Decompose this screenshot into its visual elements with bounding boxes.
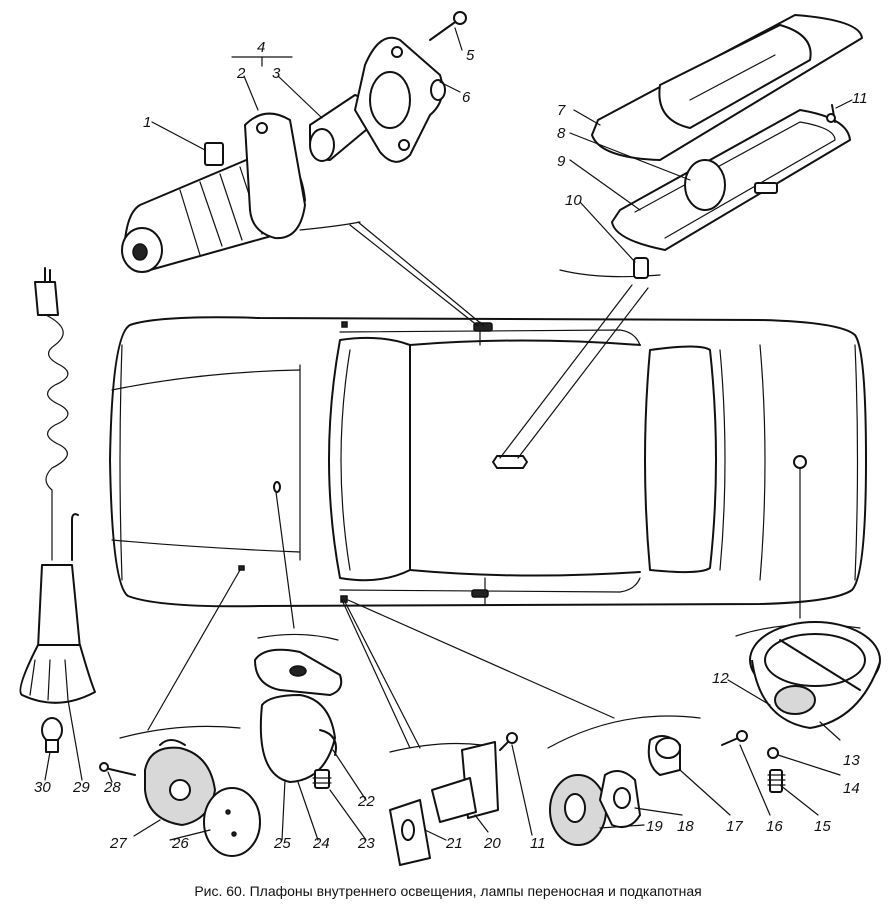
door-switch-left (99, 739, 261, 857)
callout-17: 17 (726, 818, 743, 835)
callout-2: 2 (236, 65, 246, 82)
callout-1: 1 (143, 114, 151, 131)
callout-29: 29 (72, 779, 90, 796)
dome-lamp-assembly (591, 14, 863, 279)
callout-30: 30 (34, 779, 51, 796)
callout-4: 4 (257, 39, 265, 56)
callout-20: 20 (483, 835, 501, 852)
inspection-lamp (19, 267, 96, 753)
callout-16: 16 (766, 818, 783, 835)
callout-8: 8 (557, 125, 566, 142)
callout-28: 28 (103, 779, 121, 796)
callout-12: 12 (712, 670, 729, 687)
leader-lines (119, 221, 861, 753)
door-switch-right (389, 732, 641, 866)
hood-lamp-assembly (254, 648, 343, 789)
callout-numbers: 1 2 3 4 5 6 7 8 9 10 11 12 13 14 15 16 1… (34, 39, 868, 852)
callout-9: 9 (557, 153, 566, 170)
callout-21: 21 (445, 835, 463, 852)
callout-5: 5 (466, 47, 475, 64)
callout-26: 26 (171, 835, 189, 852)
callout-13: 13 (843, 752, 860, 769)
figure-caption: Рис. 60. Плафоны внутреннего освещения, … (194, 883, 702, 899)
callout-3: 3 (272, 65, 281, 82)
callout-18: 18 (677, 818, 694, 835)
callout-25: 25 (273, 835, 291, 852)
callout-7: 7 (557, 102, 566, 119)
callout-19: 19 (646, 818, 663, 835)
trunk-lamp-assembly (647, 621, 881, 793)
callout-15: 15 (814, 818, 831, 835)
door-lamp-assembly (121, 11, 467, 273)
callout-11-dome: 11 (852, 90, 868, 107)
callout-10: 10 (565, 192, 582, 209)
callout-23: 23 (357, 835, 375, 852)
callout-22: 22 (357, 793, 375, 810)
car-body (109, 316, 867, 608)
callout-27: 27 (109, 835, 127, 852)
callout-14: 14 (843, 780, 860, 797)
callout-11-switch: 11 (530, 835, 546, 852)
callout-6: 6 (462, 89, 471, 106)
label-leaders (44, 27, 853, 841)
callout-24: 24 (312, 835, 330, 852)
